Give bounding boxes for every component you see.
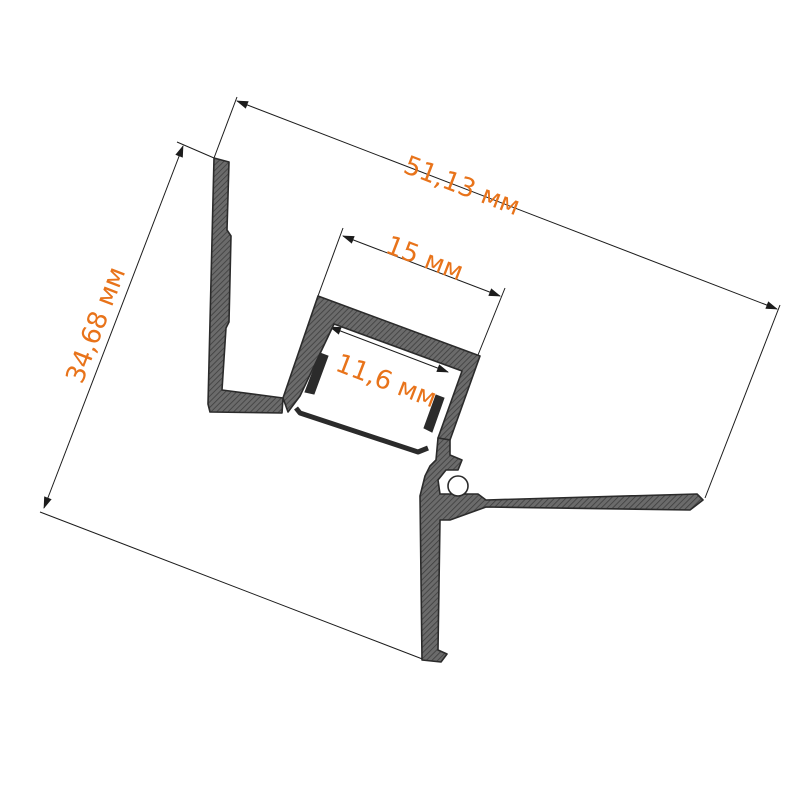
ext-line-right (704, 304, 781, 499)
diffuser-clip-right (423, 394, 445, 433)
ext-line-15-right (477, 287, 506, 356)
profile-left-flange (207, 157, 284, 414)
profile-main-leg (419, 437, 704, 663)
dim-line-15 (342, 235, 501, 297)
ext-line-top-left (213, 96, 238, 159)
dim-line-51-13 (236, 100, 778, 310)
dimension-lines (43, 100, 778, 509)
label-channel-inner-width: 11,6 мм (331, 349, 440, 415)
aluminium-profile (207, 157, 704, 663)
diffuser-clip-left (304, 352, 329, 395)
ext-line-15-left (317, 227, 344, 297)
label-overall-height: 34,68 мм (61, 263, 133, 388)
ext-line-left-top (176, 141, 215, 159)
profile-channel (282, 295, 481, 441)
diffuser (294, 406, 429, 455)
ext-line-left-bottom (39, 511, 426, 661)
dim-line-34-68 (43, 145, 184, 509)
label-channel-outer-width: 15 мм (381, 231, 467, 288)
label-overall-width: 51,13 мм (399, 151, 524, 223)
dim-line-11-6 (329, 326, 449, 373)
profile-round-groove (447, 475, 469, 497)
diffuser-assembly (294, 352, 445, 455)
